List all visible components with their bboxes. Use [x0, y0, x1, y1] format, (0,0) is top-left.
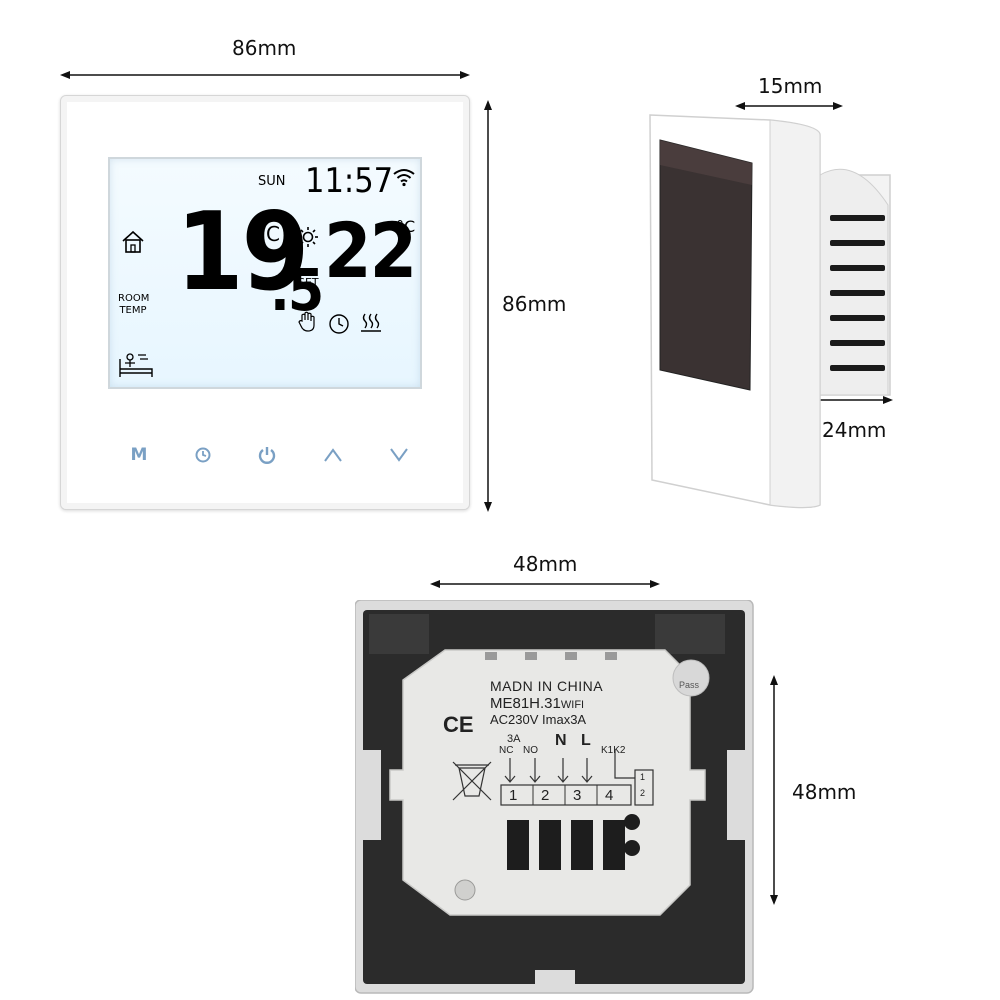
front-height-label: 86mm	[502, 292, 567, 316]
room-label-line2: TEMP	[119, 305, 147, 316]
front-height-arrow	[484, 100, 492, 512]
rating-label: AC230V Imax3A	[490, 712, 587, 727]
manual-mode-icon	[298, 311, 315, 332]
thermostat-side-view	[649, 114, 891, 509]
sleep-mode-icon	[119, 353, 153, 377]
thermostat-back-view: MADN IN CHINA ME81H.31WIFI AC230V Imax3A…	[355, 600, 755, 995]
heating-icon	[361, 313, 381, 332]
room-temp-label: ROOM TEMP	[118, 293, 150, 317]
front-width-arrow	[60, 71, 470, 79]
model-suffix: WIFI	[560, 699, 585, 711]
sun-icon	[298, 227, 318, 247]
lcd-display: SUN 11:57 19 .5 °C	[108, 157, 422, 389]
up-button[interactable]	[318, 440, 348, 470]
set-temperature: 22	[324, 206, 417, 295]
back-height-label: 48mm	[792, 780, 857, 804]
nc-label: NC	[499, 745, 514, 756]
model-label: ME81H.31WIFI	[490, 695, 584, 712]
down-arrow-icon	[390, 448, 408, 462]
live-label: L	[581, 732, 591, 749]
back-plate	[355, 600, 754, 994]
side-depth-arrow	[735, 102, 843, 110]
thermostat-front-view: SUN 11:57 19 .5 °C	[60, 95, 470, 510]
current-label: 3A	[507, 733, 521, 745]
menu-button[interactable]: M	[124, 440, 154, 470]
room-temperature-unit: °C	[256, 222, 280, 246]
clock-button[interactable]	[188, 440, 218, 470]
front-width-label: 86mm	[232, 36, 297, 60]
side-body-depth-label: 24mm	[822, 418, 887, 442]
ce-mark: CE	[443, 712, 474, 737]
back-height-arrow	[770, 675, 778, 905]
terminal-2: 2	[541, 787, 550, 804]
neutral-label: N	[555, 732, 567, 749]
day-label: SUN	[258, 174, 286, 189]
home-icon	[122, 230, 144, 253]
no-label: NO	[523, 745, 538, 756]
side-depth-label: 15mm	[758, 74, 823, 98]
room-label-line1: ROOM	[118, 293, 150, 304]
menu-icon: M	[130, 445, 148, 465]
model-number: ME81H.31	[490, 695, 561, 712]
set-temperature-unit: °C	[396, 217, 416, 236]
power-icon	[258, 447, 276, 464]
k-terminal-1: 1	[640, 772, 646, 782]
back-width-arrow	[430, 580, 660, 588]
terminal-1: 1	[509, 787, 518, 804]
clock-icon	[195, 447, 211, 463]
up-arrow-icon	[324, 448, 342, 462]
down-button[interactable]	[384, 440, 414, 470]
k-terminal-2: 2	[640, 788, 646, 798]
wifi-icon	[393, 169, 415, 187]
origin-label: MADN IN CHINA	[490, 678, 604, 694]
k-label: K1K2	[601, 745, 626, 756]
back-width-label: 48mm	[513, 552, 578, 576]
pass-sticker: Pass	[679, 680, 700, 690]
set-label: SET	[298, 276, 319, 289]
terminal-4: 4	[605, 787, 614, 804]
time-display: 11:57	[305, 161, 394, 201]
clock-mode-icon	[329, 314, 349, 334]
room-temperature: 19	[176, 190, 309, 315]
terminal-3: 3	[573, 787, 582, 804]
room-temperature-decimal: .5	[270, 256, 324, 324]
power-button[interactable]	[252, 440, 282, 470]
